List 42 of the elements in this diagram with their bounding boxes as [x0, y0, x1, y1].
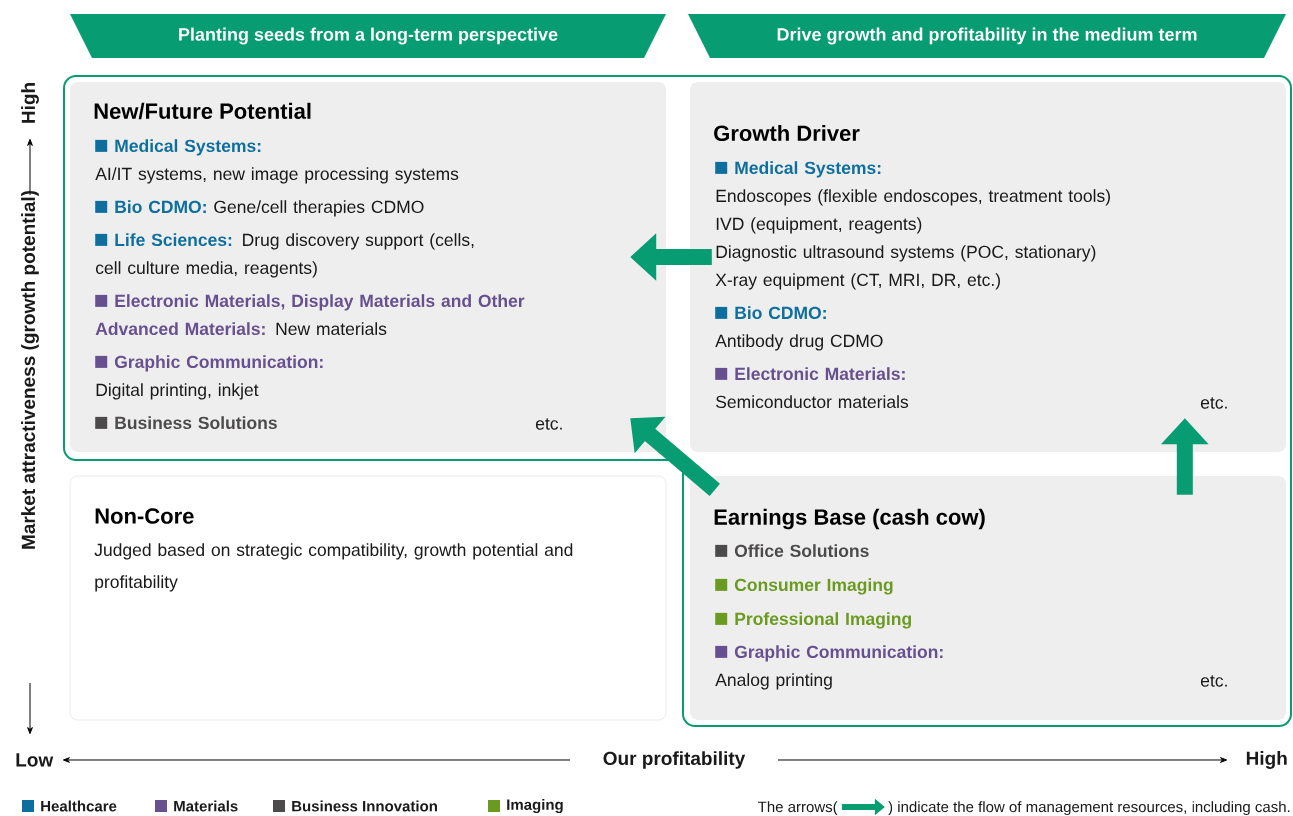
- etc-note: etc.: [1200, 675, 1227, 687]
- list-item: Professional Imaging: [715, 612, 911, 629]
- list-item: Life Sciences: Drug discovery support (cells, cell culture media, reagents): [95, 233, 474, 278]
- etc-note: etc.: [1200, 397, 1227, 409]
- node-label: Diagnostic ultrasound systems (POC, stationary): [716, 245, 1096, 262]
- footnote: The arrows(: [758, 801, 838, 816]
- list-item: Electronic Materials, Display Materials and Other Advanced Materials: New materials: [95, 294, 525, 336]
- node-label: Endoscopes (flexible endoscopes, treatment tools): [716, 189, 1110, 206]
- quadrant-card: [690, 476, 1286, 720]
- list-item: Bio CDMO: Gene/cell therapies CDMO: [95, 200, 424, 217]
- node-label: X-ray equipment (CT, MRI, DR, etc.): [715, 273, 1000, 290]
- legend-item: Healthcare: [22, 800, 117, 812]
- legend-item: Business Innovation: [273, 800, 437, 812]
- list-item: Medical Systems: AI/IT systems, new image processing systems: [95, 139, 459, 184]
- card-heading: Earnings Base (cash cow): [714, 508, 985, 530]
- list-item: Electronic Materials: Semiconductor materials: [715, 367, 909, 409]
- banner: Drive growth and profitability in the medium term: [688, 14, 1286, 58]
- axis-label: Market attractiveness (growth potential): [21, 190, 39, 549]
- axis-label: Our profitability: [603, 751, 746, 769]
- list-item: Business Solutions: [95, 416, 277, 430]
- quadrant-card: [690, 82, 1286, 452]
- axis-label: High: [21, 83, 39, 123]
- etc-note: etc.: [535, 418, 562, 430]
- description: Judged based on strategic compatibility, growth potential and profitability: [94, 543, 573, 592]
- banner: Planting seeds from a long-term perspective: [70, 14, 666, 58]
- axis-label: High: [1246, 751, 1287, 769]
- list-item: Consumer Imaging: [715, 578, 893, 595]
- legend-item: Imaging: [488, 798, 563, 813]
- node-label: IVD (equipment, reagents): [716, 217, 922, 234]
- list-item: Graphic Communication: Analog printing: [715, 645, 943, 690]
- node-label: Medical Systems:: [735, 161, 881, 178]
- list-item: Bio CDMO: Antibody drug CDMO: [715, 306, 883, 351]
- footnote: ) indicate the flow of management resources, including cash.: [888, 801, 1290, 816]
- list-item: Medical Systems: Endoscopes (flexible endoscopes, treatment tools) IVD (equipment, reagents) Diagnostic ultrasound systems (POC, stationary) X-ray equipment (CT, MRI, DR, etc.): [715, 161, 1110, 290]
- card-heading: Growth Driver: [714, 124, 860, 142]
- card-heading: New/Future Potential: [94, 102, 311, 120]
- quadrant-card: [70, 82, 666, 452]
- list-item: Office Solutions: [715, 544, 869, 558]
- list-item: Graphic Communication: Digital printing, inkjet: [95, 355, 323, 400]
- axis-label: Low: [16, 753, 54, 767]
- legend-item: Materials: [155, 800, 238, 812]
- card-heading: Non-Core: [95, 508, 194, 524]
